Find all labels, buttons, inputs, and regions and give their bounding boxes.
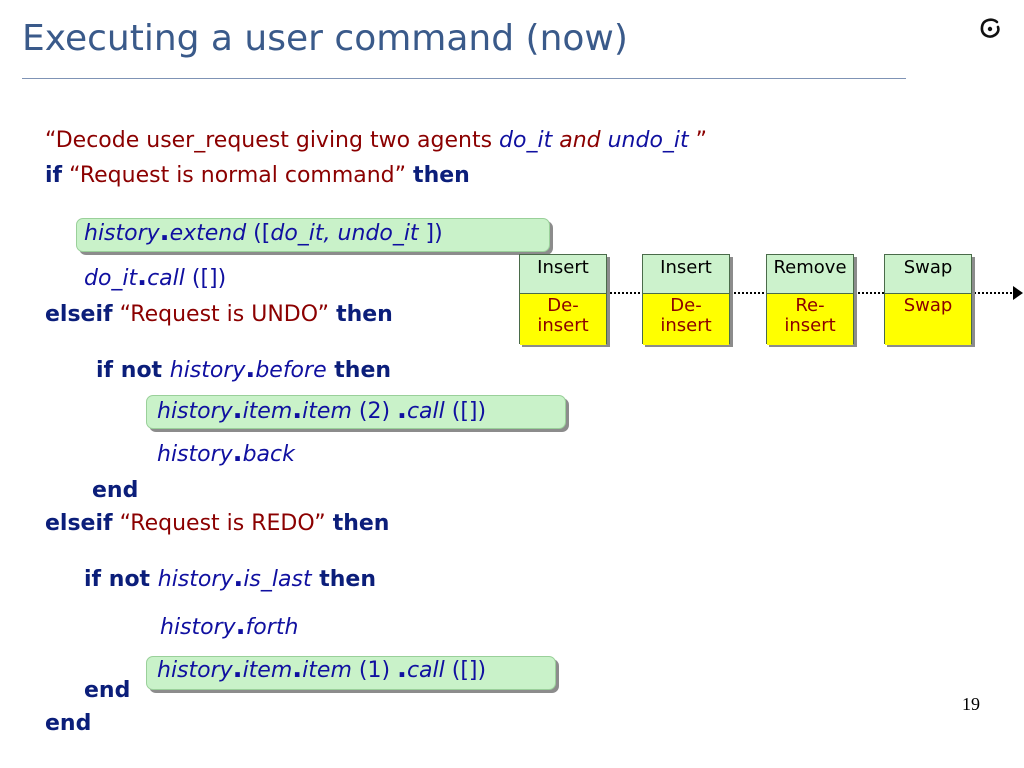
punct-open: ([ — [246, 221, 271, 246]
keyword-then: then — [326, 358, 392, 383]
punct-arg: (2) — [351, 399, 398, 424]
cell-command: Insert — [520, 255, 606, 294]
cell-undo: Re-insert — [767, 294, 853, 345]
code-line-3: history.extend ([do_it, undo_it ]) — [84, 219, 443, 246]
identifier-args: do_it, undo_it — [270, 221, 419, 246]
identifier-history: history — [84, 221, 160, 246]
highlight-extend — [76, 218, 550, 252]
punct-arg: (1) — [351, 658, 398, 683]
identifier-call: call — [406, 399, 445, 424]
identifier-before: before — [255, 358, 327, 383]
identifier-history: history — [169, 358, 246, 383]
keyword-then: then — [332, 511, 390, 536]
identifier-forth: forth — [245, 615, 299, 640]
slide-title: Executing a user command (now) — [22, 18, 628, 59]
identifier-do-it: do_it — [499, 128, 553, 153]
code-line-7: history.item.item (2) .call ([]) — [157, 397, 487, 424]
keyword-if: if — [84, 567, 102, 592]
keyword-elseif: elseif — [45, 511, 113, 536]
code-line-10: elseif “Request is REDO” then — [45, 511, 389, 536]
keyword-not: not — [101, 567, 158, 592]
code-line-12: history.forth — [160, 613, 299, 640]
eiffel-logo-icon — [980, 18, 1000, 38]
identifier-item: item — [302, 658, 352, 683]
code-line-6: if not history.before then — [96, 356, 392, 383]
code-line-11: if not history.is_last then — [84, 565, 376, 592]
title-divider — [22, 78, 906, 79]
arrow-right-icon — [1013, 286, 1023, 300]
cell-undo: De-insert — [643, 294, 729, 345]
dot-operator: . — [232, 438, 243, 468]
dot-operator: . — [233, 563, 244, 593]
dot-operator: . — [232, 654, 243, 684]
comment-undo: “Request is UNDO” — [112, 302, 337, 327]
punct-close: ]) — [418, 221, 443, 246]
dot-operator: . — [159, 217, 170, 247]
identifier-call: call — [406, 658, 445, 683]
keyword-if: if — [45, 163, 63, 188]
dot-operator: . — [292, 654, 303, 684]
page-number: 19 — [962, 694, 980, 714]
code-line-5: elseif “Request is UNDO” then — [45, 302, 393, 327]
dot-operator: . — [235, 611, 246, 641]
keyword-elseif: elseif — [45, 302, 113, 327]
history-cell-4: Swap Swap — [884, 254, 972, 345]
code-line-1: “Decode user_request giving two agents d… — [45, 128, 707, 153]
cell-undo: De-insert — [520, 294, 606, 345]
identifier-do-it: do_it — [84, 266, 138, 291]
punct-args: ([]) — [444, 399, 487, 424]
comment-and: and — [552, 128, 608, 153]
cell-command: Swap — [885, 255, 971, 294]
dot-operator: . — [292, 395, 303, 425]
keyword-end: end — [92, 478, 139, 503]
keyword-if: if — [96, 358, 114, 383]
highlight-redo-call — [146, 656, 556, 690]
dot-operator: . — [137, 262, 148, 292]
keyword-end: end — [84, 678, 131, 703]
keyword-then: then — [413, 163, 470, 188]
history-cell-2: Insert De-insert — [642, 254, 730, 345]
keyword-then: then — [311, 567, 376, 592]
keyword-then: then — [336, 302, 393, 327]
identifier-call: call — [147, 266, 185, 291]
comment-decode: “Decode user_request giving two agents — [45, 128, 500, 153]
code-line-13-end: end — [84, 678, 130, 703]
identifier-back: back — [242, 442, 295, 467]
identifier-history: history — [157, 399, 233, 424]
identifier-item: item — [242, 658, 293, 683]
code-line-9: end — [92, 478, 138, 503]
dot-operator: . — [397, 654, 407, 684]
identifier-is-last: is_last — [243, 567, 312, 592]
dot-operator: . — [397, 395, 407, 425]
punct-args: ([]) — [184, 266, 227, 291]
identifier-history: history — [157, 567, 234, 592]
cell-command: Remove — [767, 255, 853, 294]
code-line-2: if “Request is normal command” then — [45, 163, 470, 188]
identifier-history: history — [157, 442, 233, 467]
identifier-extend: extend — [169, 221, 247, 246]
code-line-4: do_it.call ([]) — [84, 264, 227, 291]
identifier-item: item — [242, 399, 293, 424]
identifier-history: history — [157, 658, 233, 683]
code-line-13-redo-call: history.item.item (1) .call ([]) — [157, 656, 487, 683]
comment-redo: “Request is REDO” — [112, 511, 333, 536]
identifier-undo-it: undo_it — [607, 128, 689, 153]
cell-command: Insert — [643, 255, 729, 294]
history-cell-1: Insert De-insert — [519, 254, 607, 345]
keyword-not: not — [113, 358, 170, 383]
identifier-history: history — [160, 615, 236, 640]
history-cell-3: Remove Re-insert — [766, 254, 854, 345]
identifier-item: item — [302, 399, 352, 424]
comment-close-quote: ” — [688, 128, 708, 153]
dot-operator: . — [232, 395, 243, 425]
punct-args: ([]) — [444, 658, 487, 683]
code-line-14: end — [45, 711, 91, 736]
cell-undo: Swap — [885, 294, 971, 345]
highlight-undo-call — [146, 395, 566, 429]
dot-operator: . — [245, 354, 256, 384]
comment-normal-command: “Request is normal command” — [62, 163, 414, 188]
code-line-8: history.back — [157, 440, 295, 467]
keyword-end: end — [45, 711, 92, 736]
